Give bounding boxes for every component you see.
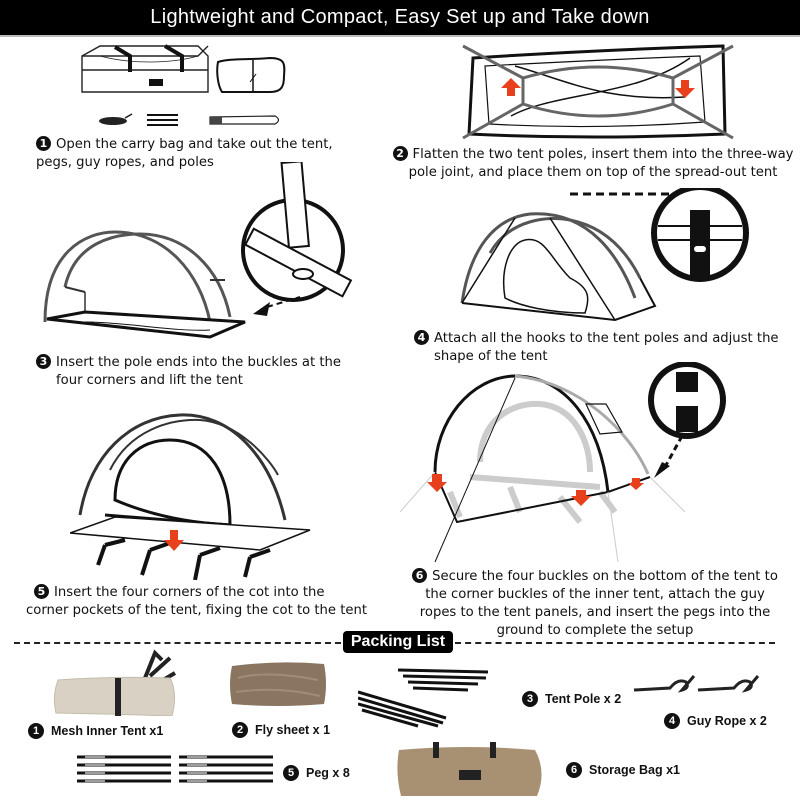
fly-sheet-image	[230, 662, 326, 706]
banner-title: Lightweight and Compact, Easy Set up and…	[150, 6, 650, 28]
item-number-badge: 4	[664, 713, 680, 729]
step-number-badge: 5	[34, 584, 49, 599]
storage-bag-image	[397, 742, 542, 796]
packing-divider-right	[455, 642, 775, 644]
packing-list-title: Packing List	[343, 631, 453, 653]
item-number-badge: 6	[566, 762, 582, 778]
header-banner: Lightweight and Compact, Easy Set up and…	[0, 0, 800, 35]
banner-divider	[0, 35, 800, 37]
step4-attach-hooks-illustration	[460, 188, 749, 322]
item-number-badge: 3	[522, 691, 538, 707]
step-number-badge: 2	[392, 146, 408, 161]
item-number-badge: 2	[232, 722, 248, 738]
step-number-badge: 6	[412, 568, 428, 583]
item-number-badge: 1	[28, 723, 44, 739]
guy-rope-image	[633, 675, 760, 693]
mesh-inner-tent-image	[53, 649, 177, 716]
tent-pole-image	[358, 668, 489, 728]
step2-flat-tent-illustration	[462, 44, 734, 140]
step-number-badge: 1	[36, 136, 51, 151]
packing-divider-left	[14, 642, 341, 644]
step-number-badge: 3	[36, 354, 51, 369]
step3-lift-tent-illustration	[43, 162, 353, 339]
step5-cot-illustration	[70, 413, 311, 580]
item-number-badge: 5	[283, 765, 299, 781]
step1-carry-bag-illustration	[81, 44, 286, 126]
step6-secure-buckles-illustration	[400, 362, 726, 563]
step-number-badge: 4	[414, 330, 429, 345]
peg-image	[77, 755, 273, 783]
